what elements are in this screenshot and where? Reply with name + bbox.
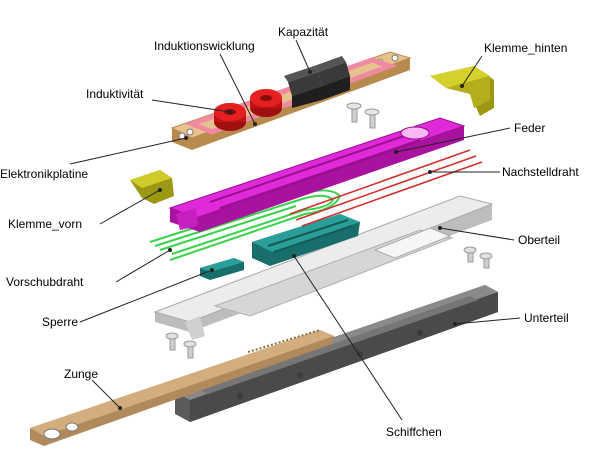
label-sperre: Sperre	[42, 315, 78, 329]
label-klemme-hinten: Klemme_hinten	[484, 41, 567, 55]
label-zunge: Zunge	[64, 367, 98, 381]
zunge-hole-icon	[43, 428, 61, 440]
nachstelldraht-part	[289, 149, 483, 227]
label-unterteil: Unterteil	[524, 311, 569, 325]
klemme-hinten-part	[430, 66, 494, 116]
feder-slot-icon	[400, 126, 430, 140]
oberteil-part	[153, 195, 494, 359]
elektronikplatine-part	[170, 51, 412, 150]
label-nachstelldraht: Nachstelldraht	[502, 165, 579, 179]
zunge-part	[30, 329, 334, 446]
label-feder: Feder	[514, 121, 545, 135]
label-induktivitaet: Induktivität	[86, 87, 144, 101]
screw-icon	[346, 102, 380, 129]
kapazitaet-part	[284, 56, 350, 108]
unterteil-part	[175, 285, 498, 422]
klemme-vorn-part	[130, 170, 174, 204]
label-schiffchen: Schiffchen	[386, 425, 442, 439]
feder-part	[168, 117, 466, 232]
schiffchen-part	[252, 214, 360, 266]
label-klemme-vorn: Klemme_vorn	[8, 217, 82, 231]
label-induktionswicklung: Induktionswicklung	[154, 39, 255, 53]
label-oberteil: Oberteil	[518, 233, 560, 247]
leader-lines	[69, 39, 521, 421]
screw-icon	[165, 246, 493, 359]
labels: Kapazität Induktionswicklung Klemme_hint…	[0, 25, 579, 439]
sperre-part	[200, 258, 244, 280]
label-elektronikplatine: Elektronikplatine	[0, 167, 88, 181]
label-kapazitaet: Kapazität	[278, 25, 329, 39]
label-vorschubdraht: Vorschubdraht	[6, 275, 84, 289]
